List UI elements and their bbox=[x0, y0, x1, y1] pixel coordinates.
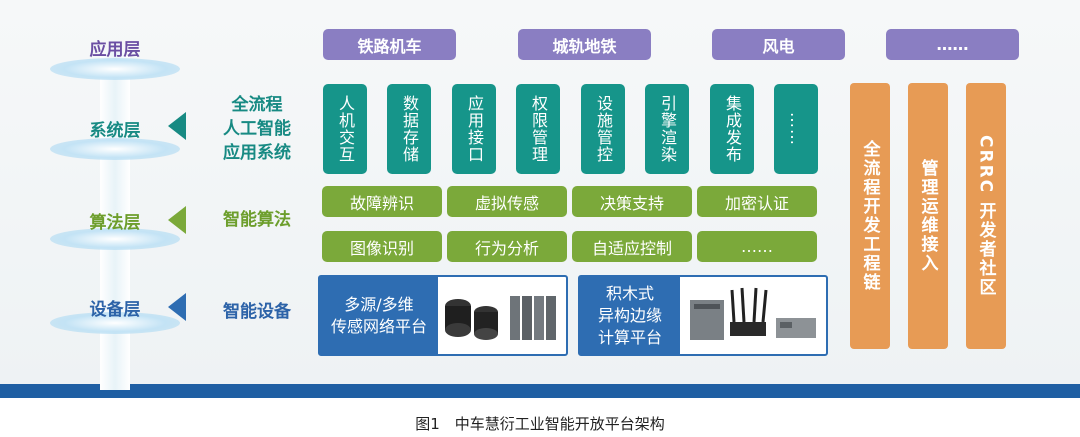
arrow-left-icon bbox=[168, 112, 186, 140]
bottom-bar bbox=[0, 384, 1080, 398]
system-item: 集成发布 bbox=[710, 84, 754, 174]
edge-label-line: 异构边缘 bbox=[597, 305, 662, 325]
arrow-left-icon bbox=[168, 293, 186, 321]
edge-label-line: 计算平台 bbox=[597, 327, 662, 347]
sensor-devices-image bbox=[445, 296, 556, 340]
layer-label-application: 应用层 bbox=[89, 40, 141, 60]
system-item: …… bbox=[774, 84, 818, 174]
system-label-line: 应用系统 bbox=[223, 143, 291, 163]
edge-label-line: 积木式 bbox=[605, 283, 654, 303]
layer-label-device: 设备层 bbox=[89, 300, 141, 320]
figure-caption: 图1 中车慧衍工业智能开放平台架构 bbox=[415, 415, 665, 433]
arrow-left-icon bbox=[168, 206, 186, 234]
side-column-operations: 管理运维接入 bbox=[908, 83, 948, 349]
edge-devices-image bbox=[690, 287, 816, 340]
side-column-community: CRRC 开发者社区 bbox=[966, 83, 1006, 349]
app-metro: 城轨地铁 bbox=[518, 29, 651, 60]
side-column-toolchain: 全流程开发工程链 bbox=[850, 83, 890, 349]
app-wind: 风电 bbox=[712, 29, 845, 60]
algorithm-item: 图像识别 bbox=[322, 231, 442, 262]
algorithm-item: …… bbox=[697, 231, 817, 262]
algorithm-item: 决策支持 bbox=[572, 186, 692, 217]
algorithm-item: 虚拟传感 bbox=[447, 186, 567, 217]
system-item: 应用接口 bbox=[452, 84, 496, 174]
system-item: 引擎渲染 bbox=[645, 84, 689, 174]
tower-ring bbox=[50, 138, 180, 160]
edge-platform-label: 积木式 异构边缘 计算平台 bbox=[580, 277, 680, 354]
device-layer-label: 智能设备 bbox=[223, 302, 291, 322]
sensor-label-line: 多源/多维 bbox=[344, 294, 414, 314]
layer-label-algorithm: 算法层 bbox=[89, 213, 141, 233]
algorithm-item: 故障辨识 bbox=[322, 186, 442, 217]
edge-platform: 积木式 异构边缘 计算平台 bbox=[578, 275, 828, 356]
sensor-label-line: 传感网络平台 bbox=[330, 316, 427, 336]
system-label-line: 人工智能 bbox=[223, 119, 291, 139]
system-item: 权限管理 bbox=[516, 84, 560, 174]
tower-ring bbox=[50, 228, 180, 250]
tower-ring bbox=[50, 58, 180, 80]
system-item: 人机交互 bbox=[323, 84, 367, 174]
system-item: 设施管控 bbox=[581, 84, 625, 174]
algorithm-item: 自适应控制 bbox=[572, 231, 692, 262]
system-layer-label: 全流程 人工智能 应用系统 bbox=[207, 93, 307, 165]
algorithm-layer-label: 智能算法 bbox=[223, 210, 291, 230]
sensor-platform: 多源/多维 传感网络平台 bbox=[318, 275, 568, 356]
app-railway: 铁路机车 bbox=[323, 29, 456, 60]
app-more: …… bbox=[886, 29, 1019, 60]
layer-tower: 应用层 系统层 算法层 设备层 bbox=[40, 20, 190, 390]
tower-ring bbox=[50, 312, 180, 334]
algorithm-item: 加密认证 bbox=[697, 186, 817, 217]
system-label-line: 全流程 bbox=[231, 95, 283, 115]
sensor-platform-label: 多源/多维 传感网络平台 bbox=[320, 277, 438, 354]
layer-label-system: 系统层 bbox=[89, 121, 141, 141]
system-item: 数据存储 bbox=[387, 84, 431, 174]
algorithm-item: 行为分析 bbox=[447, 231, 567, 262]
